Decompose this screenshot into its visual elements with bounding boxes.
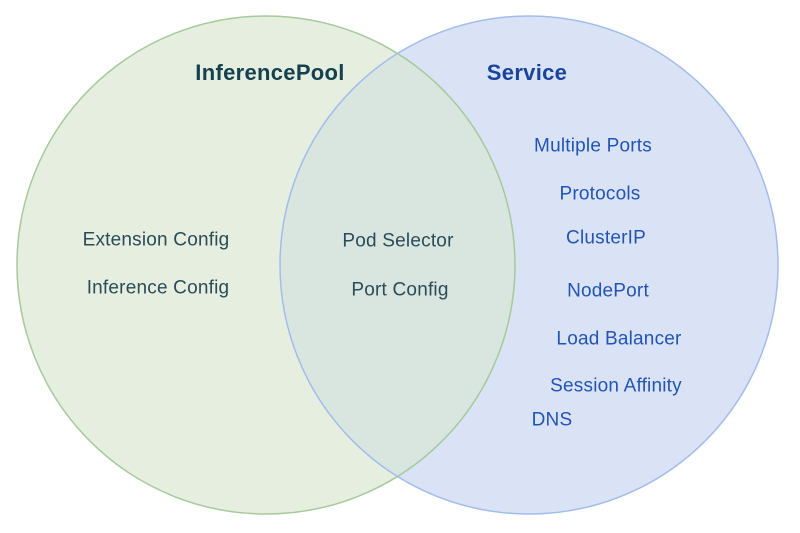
intersection-region <box>280 16 515 514</box>
intersection-item-pod-selector: Pod Selector <box>342 230 454 252</box>
left-item-extension-config: Extension Config <box>82 229 230 251</box>
inferencepool-title: InferencePool <box>195 60 345 85</box>
intersection-item-port-config: Port Config <box>351 279 449 301</box>
right-item-load-balancer: Load Balancer <box>556 328 682 350</box>
left-item-inference-config: Inference Config <box>86 277 230 299</box>
left-circle-outline <box>16 15 516 515</box>
right-item-session-affinity: Session Affinity <box>550 375 682 397</box>
right-item-nodeport: NodePort <box>567 280 649 302</box>
right-item-multiple-ports: Multiple Ports <box>534 135 652 157</box>
right-item-clusterip: ClusterIP <box>566 227 646 249</box>
right-circle-outline <box>279 15 779 515</box>
service-title: Service <box>486 60 568 85</box>
right-item-dns: DNS <box>531 409 573 431</box>
right-item-protocols: Protocols <box>559 183 641 205</box>
